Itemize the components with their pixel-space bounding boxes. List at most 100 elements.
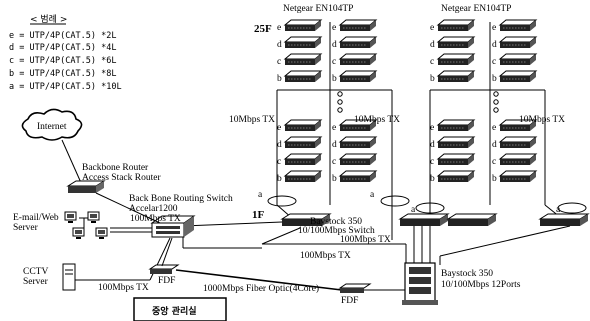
- floor1-switch-4: [539, 213, 589, 227]
- stack-letter-c: c: [492, 57, 496, 67]
- stack-switch: [437, 36, 475, 49]
- routing-switch: [150, 215, 196, 238]
- stack-switch: [499, 53, 537, 66]
- fdf-left: [148, 264, 180, 274]
- stack-letter-b: b: [332, 74, 337, 84]
- uplink-markers: a a a a: [258, 190, 587, 215]
- baystock-top-label-1: Baystock 350: [310, 217, 362, 227]
- legend-title: < 범례 >: [30, 14, 67, 25]
- baystock-main-label-2: 10/100Mbps 12Ports: [441, 280, 521, 290]
- stack-switch: [339, 19, 377, 32]
- baystock-main-label-1: Baystock 350: [441, 269, 493, 279]
- stack-letter-e: e: [332, 123, 336, 133]
- stack-switch: [437, 19, 475, 32]
- stack-switch: [499, 153, 537, 166]
- stack-switch: [499, 36, 537, 49]
- legend-item-c: c = UTP/4P(CAT.5) *6L: [9, 56, 116, 66]
- fdf-left-label: FDF: [158, 276, 175, 286]
- legend-item-b: b = UTP/4P(CAT.5) *8L: [9, 69, 116, 79]
- stack-switch: [339, 136, 377, 149]
- fiber-label: 1000Mbps Fiber Optic(4Core): [203, 283, 319, 294]
- stack-letter-c: c: [332, 57, 336, 67]
- stack-switch: [284, 19, 322, 32]
- stack-letter-e: e: [277, 23, 281, 33]
- stack-switch: [437, 136, 475, 149]
- cctv-server: [62, 263, 76, 291]
- mail-server-label-2: Server: [13, 223, 39, 233]
- stack-switch: [339, 153, 377, 166]
- uplink-a-4: a: [556, 205, 561, 215]
- stack-letter-b: b: [430, 174, 435, 184]
- stack-letter-d: d: [277, 140, 282, 150]
- baystock-main: [402, 262, 438, 305]
- baystock-top-label-2: 10/100Mbps Switch: [298, 226, 375, 236]
- stack-letter-e: e: [430, 23, 434, 33]
- stack-switch: [437, 153, 475, 166]
- left-stack-title: Netgear EN104TP: [283, 4, 353, 14]
- stack-letter-c: c: [430, 157, 434, 167]
- uplink-a-1: a: [258, 190, 263, 200]
- stack-switch: [284, 136, 322, 149]
- room-label: 중앙 관리실: [152, 305, 197, 317]
- stack-switch: [284, 53, 322, 66]
- stack-switch: [284, 153, 322, 166]
- stack-switch: [339, 36, 377, 49]
- fdf-right: [338, 283, 372, 293]
- stack-switch: [499, 70, 537, 83]
- stack-letter-c: c: [277, 157, 281, 167]
- stack-letter-e: e: [277, 123, 281, 133]
- stack-switch: [284, 70, 322, 83]
- stack-letter-d: d: [277, 40, 282, 50]
- stack-letter-b: b: [492, 74, 497, 84]
- legend-item-d: d = UTP/4P(CAT.5) *4L: [9, 43, 116, 53]
- router-label-1: Backbone Router: [82, 163, 149, 173]
- core-left-label: 100Mbps TX: [300, 251, 351, 261]
- stack-switch: [499, 136, 537, 149]
- left-tx-label: 10Mbps TX: [229, 115, 275, 125]
- stack-switch: [284, 36, 322, 49]
- floor1-switch-2: [399, 213, 449, 227]
- stack-switch: [284, 170, 322, 183]
- stack-letter-b: b: [277, 74, 282, 84]
- legend-item-a: a = UTP/4P(CAT.5) *10L: [9, 82, 122, 92]
- stack-letter-d: d: [492, 140, 497, 150]
- stack-switch: [339, 170, 377, 183]
- stack-switch: [339, 53, 377, 66]
- stack-letter-c: c: [430, 57, 434, 67]
- stack-letter-d: d: [430, 140, 435, 150]
- uplink-a-2: a: [370, 190, 375, 200]
- stack-letter-d: d: [430, 40, 435, 50]
- continuation-dots: [337, 91, 499, 113]
- stack-letter-d: d: [492, 40, 497, 50]
- floor-1f-label: 1F: [252, 209, 265, 221]
- stack-letter-e: e: [492, 23, 496, 33]
- stack-switch: [437, 170, 475, 183]
- core-up-label: 100Mbps TX: [130, 214, 181, 224]
- stack-switch: [437, 53, 475, 66]
- legend-item-e: e = UTP/4P(CAT.5) *2L: [9, 31, 116, 41]
- mail-server-cluster: [64, 211, 108, 240]
- right-stack-title: Netgear EN104TP: [441, 4, 511, 14]
- floor-25f-label: 25F: [254, 23, 272, 35]
- mid-tx-label: 10Mbps TX: [354, 115, 400, 125]
- fiber-link: [175, 269, 351, 292]
- cctv-link-label: 100Mbps TX: [98, 283, 149, 293]
- uplink-a-3: a: [411, 205, 416, 215]
- routing-switch-label-1: Back Bone Routing Switch: [129, 194, 233, 204]
- floor1-switch-3: [447, 213, 497, 227]
- stack-switch: [284, 119, 322, 132]
- stack-switch: [437, 119, 475, 132]
- backbone-router: [66, 180, 106, 193]
- stack-letter-d: d: [332, 140, 337, 150]
- stack-letter-b: b: [430, 74, 435, 84]
- routing-switch-label-2: Accelar1200: [129, 204, 178, 214]
- stack-switch: [437, 70, 475, 83]
- stack-letter-c: c: [277, 57, 281, 67]
- internet-label: Internet: [37, 122, 67, 132]
- cctv-label-1: CCTV: [23, 267, 48, 277]
- stack-letter-b: b: [277, 174, 282, 184]
- stack-letter-c: c: [332, 157, 336, 167]
- bs-down-label: 100Mbps TX: [340, 235, 391, 245]
